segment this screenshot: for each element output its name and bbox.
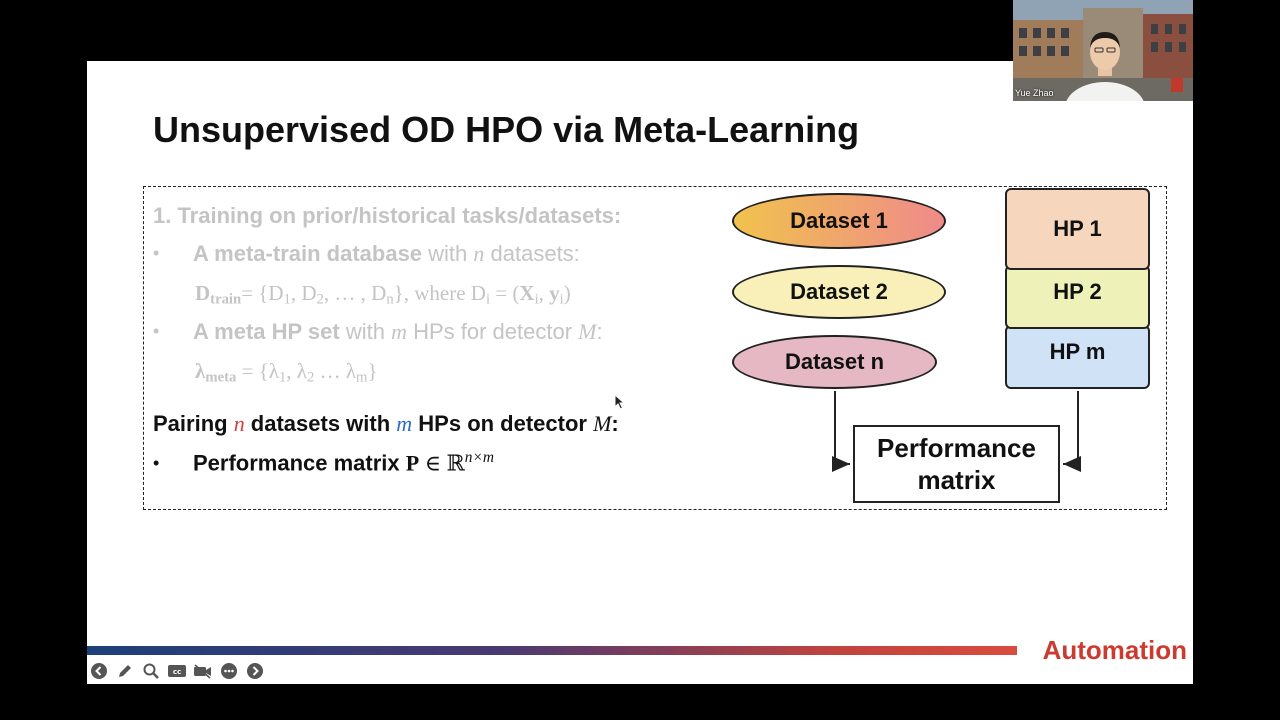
webcam-feed: Yue Zhao [1013, 0, 1193, 101]
slide: Unsupervised OD HPO via Meta-Learning 1.… [87, 61, 1193, 684]
hp-m-box: HP m [1005, 325, 1150, 389]
hp-2-box: HP 2 [1005, 265, 1150, 329]
zoom-icon[interactable] [141, 661, 161, 681]
bullet-marker: • [153, 453, 160, 473]
formula-dtrain: Dtrain= {D1, D2, … , Dn}, where Di = (Xi… [195, 281, 571, 308]
hp-1-box: HP 1 [1005, 188, 1150, 270]
camera-off-icon[interactable] [193, 661, 213, 681]
next-arrow-icon[interactable] [245, 661, 265, 681]
slide-title: Unsupervised OD HPO via Meta-Learning [153, 109, 860, 150]
more-icon[interactable] [219, 661, 239, 681]
arrow-datasets-to-matrix [832, 391, 850, 472]
dataset-2-ellipse: Dataset 2 [732, 265, 946, 319]
bullet-marker: • [153, 243, 160, 263]
participant-name: Yue Zhao [1015, 88, 1054, 98]
performance-matrix-bullet: Performance matrix P ∈ ℝn×m [193, 449, 494, 476]
prev-arrow-icon[interactable] [89, 661, 109, 681]
captions-icon[interactable]: cc [167, 661, 187, 681]
pen-icon[interactable] [115, 661, 135, 681]
dataset-1-ellipse: Dataset 1 [732, 193, 946, 249]
footer-gradient-bar [87, 646, 1017, 655]
formula-lambda-meta: λmeta = {λ1, λ2 … λm} [195, 359, 378, 386]
dataset-n-ellipse: Dataset n [732, 335, 937, 389]
pairing-statement: Pairing n datasets with m HPs on detecto… [153, 411, 619, 436]
arrow-hps-to-matrix [1063, 391, 1081, 472]
content-frame [143, 186, 1167, 510]
performance-matrix-box: Performance matrix [853, 425, 1060, 503]
webcam-image [1013, 0, 1193, 101]
bullet-marker: • [153, 321, 160, 341]
svg-text:cc: cc [173, 668, 181, 676]
step1-heading: 1. Training on prior/historical tasks/da… [153, 203, 622, 228]
presenter-toolbar: cc [87, 658, 265, 684]
bullet-meta-train-database: A meta-train database with n datasets: [193, 241, 580, 266]
bullet-meta-hp-set: A meta HP set with m HPs for detector M: [193, 319, 603, 344]
footer-label: Automation [1042, 635, 1187, 665]
mouse-cursor-icon [614, 394, 626, 410]
diagram-arrows [832, 391, 1081, 472]
